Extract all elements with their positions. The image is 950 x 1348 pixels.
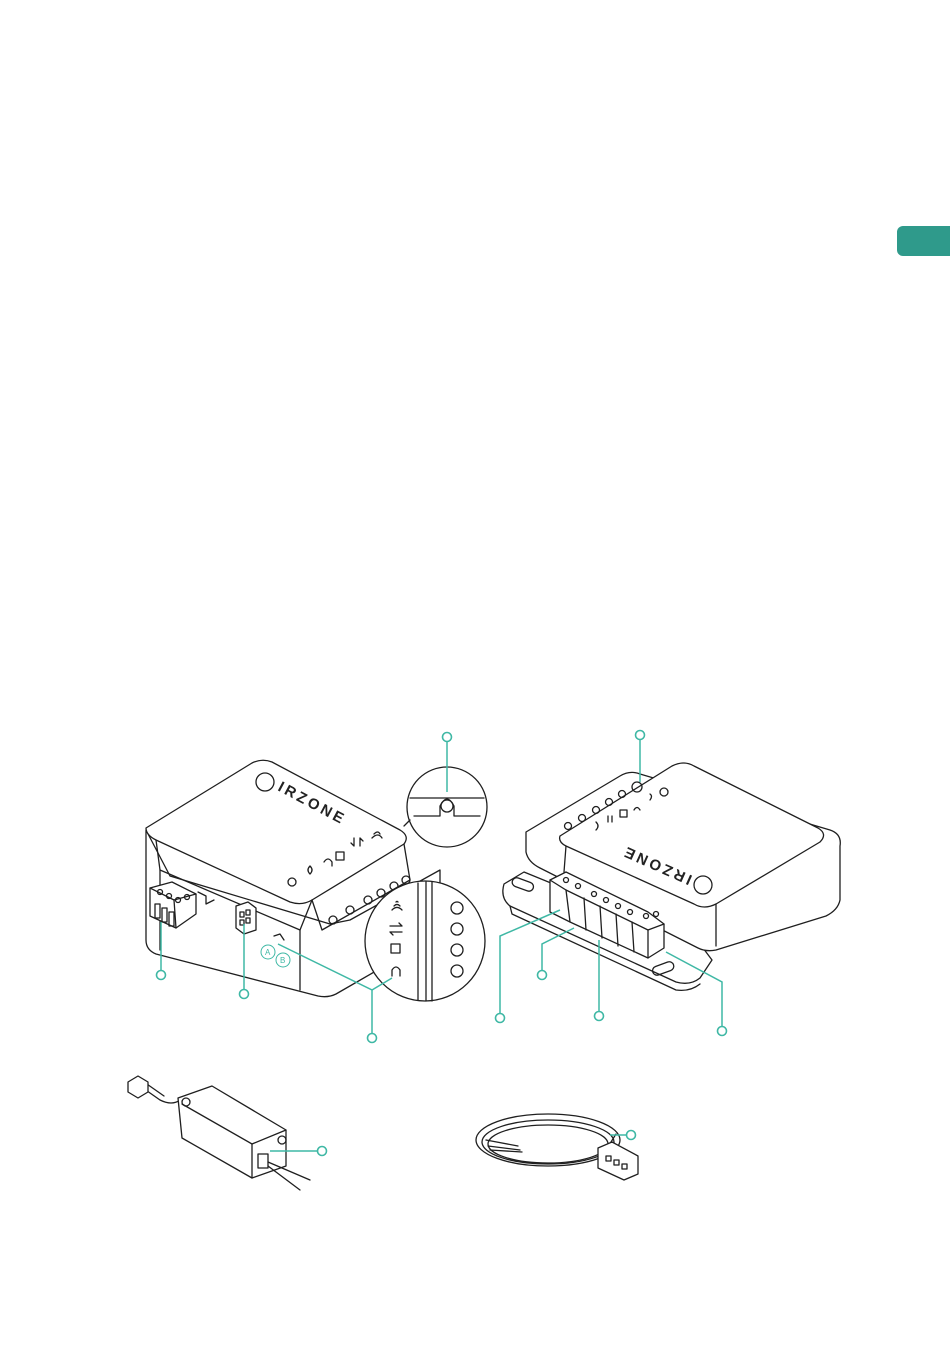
marker-a: A — [265, 948, 271, 957]
cable-with-connector — [476, 1114, 638, 1180]
button-detail-magnifier — [404, 767, 487, 847]
device-right: IRZONE — [503, 763, 840, 990]
power-adapter — [128, 1076, 310, 1190]
marker-b: B — [280, 956, 285, 965]
socket-connector-left — [236, 902, 256, 934]
